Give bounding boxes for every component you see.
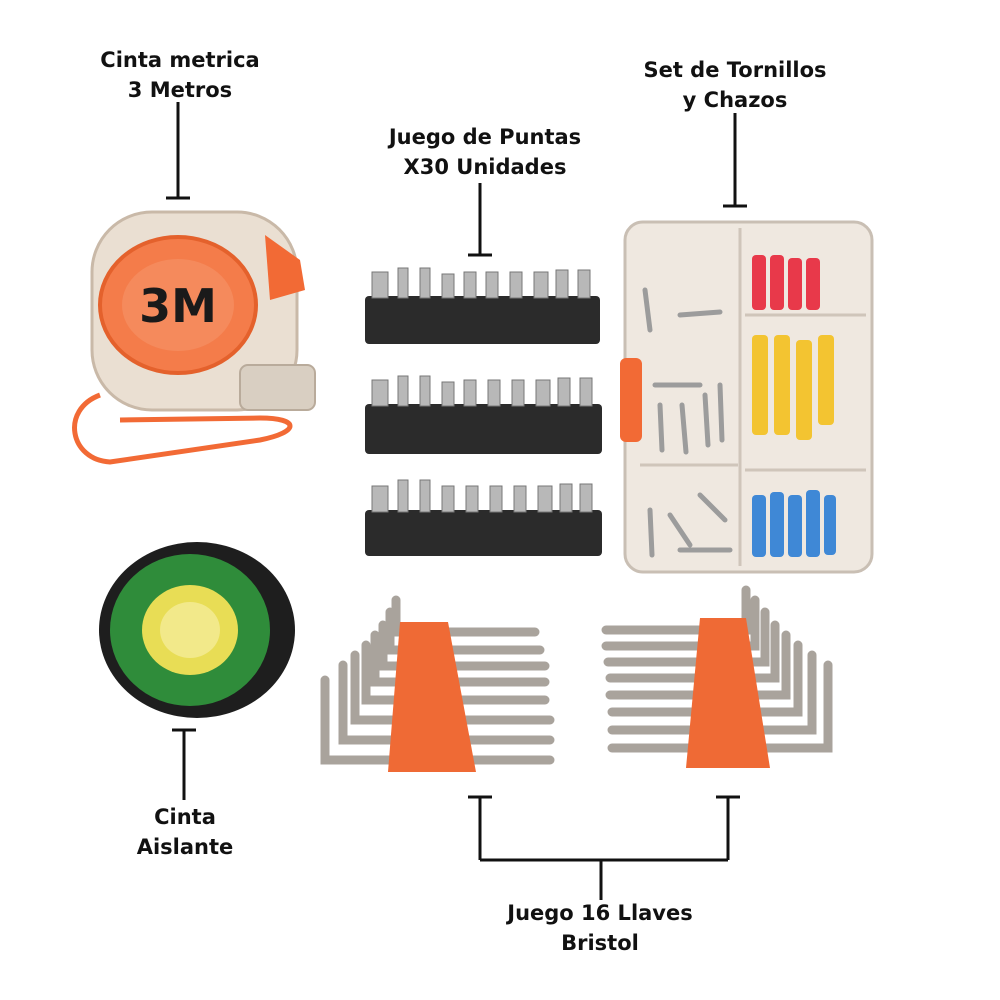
screws <box>642 287 733 558</box>
label-bits-line2: X30 Unidades <box>403 155 567 179</box>
tape-measure-brand: 3M <box>139 279 217 333</box>
hex-keys-left <box>320 595 555 765</box>
insulating-tape <box>99 542 295 718</box>
label-screws-line1: Set de Tornillos <box>643 58 827 82</box>
label-tape-line2: Aislante <box>136 835 234 859</box>
label-insulating-tape: Cinta Aislante <box>110 802 260 862</box>
bit-holder-1 <box>365 267 600 344</box>
label-tape-measure: Cinta metrica 3 Metros <box>80 45 280 105</box>
red-wall-plugs <box>752 255 820 310</box>
label-screws: Set de Tornillos y Chazos <box>620 55 850 115</box>
bit-holder-2 <box>365 375 602 454</box>
yellow-wall-plugs <box>752 335 834 440</box>
label-hex-keys: Juego 16 Llaves Bristol <box>490 898 710 958</box>
screw-organizer-box <box>620 220 874 574</box>
label-keys-line1: Juego 16 Llaves <box>507 901 693 925</box>
hex-key-holder-left <box>388 622 476 772</box>
blue-wall-plugs <box>752 490 836 557</box>
tape-measure: 3M <box>72 210 316 465</box>
hex-key-holder-right <box>686 618 770 768</box>
label-keys-line2: Bristol <box>561 931 639 955</box>
label-tape-measure-line2: 3 Metros <box>127 78 233 102</box>
label-screws-line2: y Chazos <box>682 88 788 112</box>
hex-keys-right <box>601 585 833 753</box>
bit-set <box>365 267 602 556</box>
bit-holder-3 <box>365 479 602 556</box>
label-tape-line1: Cinta <box>154 805 216 829</box>
label-tape-measure-line1: Cinta metrica <box>100 48 260 72</box>
pointer-lines <box>166 102 747 900</box>
label-bits: Juego de Puntas X30 Unidades <box>370 122 600 182</box>
label-bits-line1: Juego de Puntas <box>388 125 582 149</box>
